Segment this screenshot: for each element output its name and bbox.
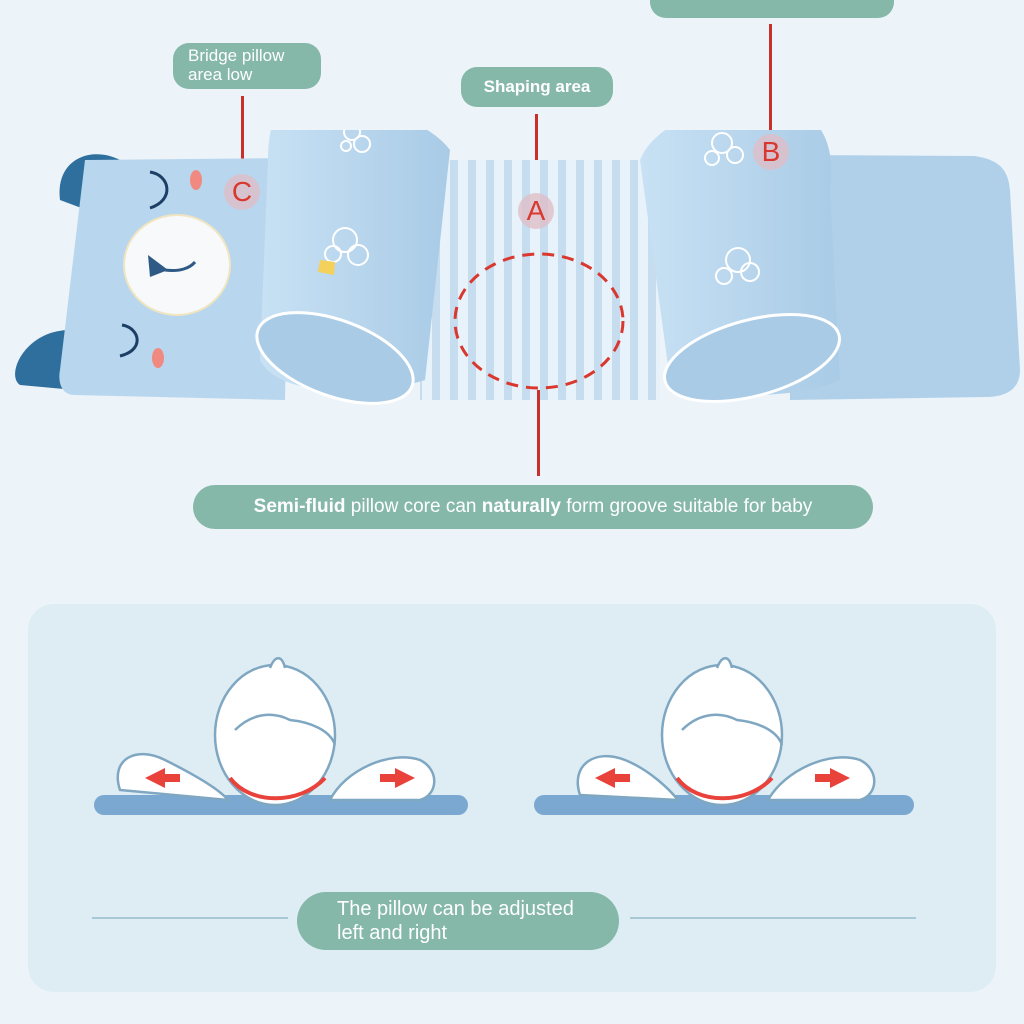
- adjust-line2: left and right: [337, 922, 448, 944]
- leader-line-c: [241, 96, 244, 172]
- marker-a: A: [518, 193, 554, 229]
- high-label: High: [650, 0, 894, 18]
- head-diagram-left: [94, 657, 468, 815]
- bear-snout: [123, 214, 231, 316]
- adjustable-caption: The pillow can be adjusted left and righ…: [297, 892, 619, 950]
- pillow-illustration: [15, 130, 1020, 405]
- leader-line-b: [769, 24, 772, 132]
- core-bold-2: naturally: [481, 496, 561, 517]
- shaping-area-text: Shaping area: [483, 77, 591, 96]
- leader-line-core: [537, 390, 540, 476]
- bridge-label-line1: Bridge pillow: [188, 46, 285, 65]
- shaping-area-label: Shaping area: [461, 67, 613, 107]
- bridge-pillow-label: Bridge pillow area low: [173, 43, 321, 89]
- semi-fluid-caption: Semi-fluid pillow core can naturally for…: [193, 485, 873, 529]
- core-text-2: form groove suitable for baby: [560, 496, 813, 517]
- core-bold-1: Semi-fluid: [253, 496, 346, 517]
- leader-line-a: [535, 114, 538, 190]
- divider-left: [92, 917, 288, 919]
- adjust-line1: The pillow can be adjusted: [337, 898, 574, 920]
- bridge-label-line2: area low: [188, 65, 253, 84]
- head-diagram-right: [534, 657, 914, 815]
- right-pad: [790, 155, 1020, 400]
- shaping-dashed-circle: [453, 252, 625, 390]
- marker-c: C: [224, 174, 260, 210]
- marker-b: B: [753, 134, 789, 170]
- divider-right: [630, 917, 916, 919]
- core-text-1: pillow core can: [345, 496, 482, 517]
